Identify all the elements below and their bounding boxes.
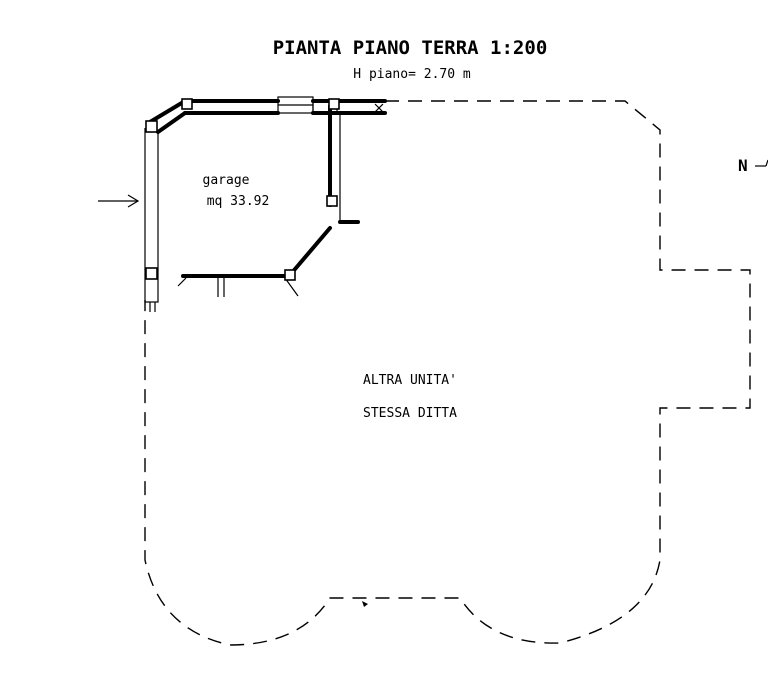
same-owner-label: STESSA DITTA: [363, 406, 457, 421]
garage-walls: [144, 99, 387, 312]
property-boundary: [144, 100, 751, 646]
floor-height-label: H piano= 2.70 m: [353, 67, 471, 82]
plan-title: PIANTA PIANO TERRA 1:200: [273, 37, 548, 59]
north-label: N: [738, 156, 748, 175]
entrance-arrow-icon: [98, 194, 140, 208]
column-markers: [145, 98, 384, 281]
room-area-garage: mq 33.92: [207, 194, 270, 209]
small-mark-icon: [362, 601, 368, 607]
north-arrow-icon: N: [738, 156, 768, 175]
other-unit-label: ALTRA UNITA': [363, 373, 457, 388]
room-name-garage: garage: [203, 173, 250, 188]
